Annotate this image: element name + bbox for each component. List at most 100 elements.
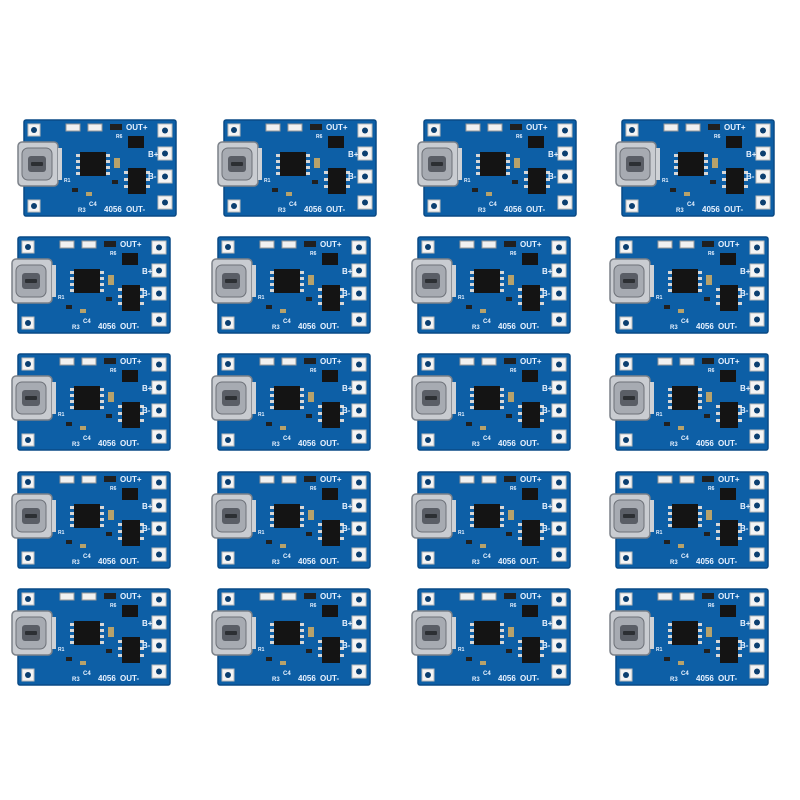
mosfet — [716, 520, 742, 546]
solder-pads — [755, 123, 771, 210]
pad-hole — [156, 407, 162, 414]
label-c4: C4 — [83, 436, 91, 442]
label-b-plus: B+ — [142, 384, 153, 393]
pad-hole — [754, 668, 760, 675]
smd-part — [106, 297, 112, 301]
label-c4: C4 — [289, 202, 297, 208]
board-cell: OUT+ B+ B- OUT- 4056 R3 C4 R6 R1 — [11, 587, 174, 689]
leds — [59, 357, 116, 366]
label-r6: R6 — [708, 251, 715, 257]
tp4056-board: OUT+ B+ B- OUT- 4056 R3 C4 R6 R1 — [411, 236, 571, 334]
label-r3: R3 — [676, 208, 684, 214]
tp4056-board: OUT+ B+ B- OUT- 4056 R3 C4 R6 R1 — [411, 353, 571, 451]
pad-hole — [754, 551, 760, 558]
pad-hole — [25, 361, 31, 367]
solder-pads — [357, 123, 373, 210]
usb-c-connector — [17, 141, 62, 187]
capacitor — [314, 158, 320, 168]
usb-c-connector — [411, 375, 456, 421]
usb-c-connector — [11, 610, 56, 656]
label-b-minus: B- — [348, 172, 357, 181]
pad-hole — [356, 361, 362, 368]
capacitor — [508, 392, 514, 402]
label-part-number: 4056 — [498, 439, 516, 448]
pad-hole — [556, 316, 562, 323]
pad-hole — [162, 199, 168, 206]
capacitor — [108, 510, 114, 520]
board-cell: OUT+ B+ B- OUT- 4056 R3 C4 R6 R1 — [411, 587, 574, 689]
smd-part — [512, 180, 518, 184]
label-out-plus: OUT+ — [126, 123, 148, 132]
protection-ic — [522, 605, 538, 617]
label-c4: C4 — [283, 319, 291, 325]
label-b-plus: B+ — [548, 150, 559, 159]
mosfet — [518, 285, 544, 311]
protection-ic — [128, 136, 144, 148]
pad-hole — [431, 203, 437, 209]
label-c4: C4 — [283, 554, 291, 560]
pad-hole — [362, 150, 368, 157]
smd-part — [280, 661, 286, 665]
pad-hole — [156, 433, 162, 440]
pad-hole — [356, 479, 362, 486]
board-cell: OUT+ B+ B- OUT- 4056 R3 C4 R6 R1 — [211, 470, 374, 572]
pad-hole — [556, 502, 562, 509]
smd-part — [266, 657, 272, 661]
pad-hole — [356, 551, 362, 558]
resistor — [304, 241, 316, 247]
usb-c-connector — [11, 258, 56, 304]
label-out-plus: OUT+ — [120, 592, 142, 601]
board-cell: OUT+ B+ B- OUT- 4056 R3 C4 R6 R1 — [615, 118, 778, 220]
label-b-minus: B- — [148, 172, 157, 181]
smd-part — [312, 180, 318, 184]
label-part-number: 4056 — [498, 557, 516, 566]
label-c4: C4 — [83, 671, 91, 677]
label-b-minus: B- — [740, 406, 749, 415]
led — [81, 357, 97, 366]
led — [679, 240, 695, 249]
pad-hole — [356, 433, 362, 440]
resistor — [304, 476, 316, 482]
solder-pads — [351, 357, 367, 444]
pad-hole — [629, 127, 635, 133]
usb-c-connector — [211, 493, 256, 539]
pad-hole — [556, 619, 562, 626]
leds — [59, 592, 116, 601]
pad-hole — [225, 437, 231, 443]
smd-part — [286, 192, 292, 196]
led — [81, 475, 97, 484]
solder-pads — [551, 592, 567, 679]
led — [459, 240, 475, 249]
smd-part — [66, 657, 72, 661]
solder-pads — [151, 357, 167, 444]
pad-hole — [562, 150, 568, 157]
solder-pads — [551, 240, 567, 327]
label-out-minus: OUT- — [320, 674, 339, 683]
resistor — [110, 124, 122, 130]
protection-ic — [720, 370, 736, 382]
pad-hole — [760, 199, 766, 206]
pad-hole — [162, 127, 168, 134]
solder-pads — [151, 240, 167, 327]
tp4056-board: OUT+ B+ B- OUT- 4056 R3 C4 R6 R1 — [11, 588, 171, 686]
led — [281, 592, 297, 601]
pad-hole — [225, 361, 231, 367]
charger-ic — [70, 621, 104, 645]
capacitor — [114, 158, 120, 168]
tp4056-board: OUT+ B+ B- OUT- 4056 R3 C4 R6 R1 — [609, 353, 769, 451]
led — [481, 357, 497, 366]
label-c4: C4 — [681, 671, 689, 677]
label-r3: R3 — [72, 677, 80, 683]
capacitor — [508, 627, 514, 637]
usb-c-connector — [211, 610, 256, 656]
label-b-plus: B+ — [148, 150, 159, 159]
pad-hole — [156, 361, 162, 368]
usb-c-connector — [211, 375, 256, 421]
label-out-plus: OUT+ — [718, 592, 740, 601]
board-cell: OUT+ B+ B- OUT- 4056 R3 C4 R6 R1 — [17, 118, 180, 220]
pad-hole — [623, 555, 629, 561]
tp4056-board: OUT+ B+ B- OUT- 4056 R3 C4 R6 R1 — [609, 471, 769, 569]
label-r1: R1 — [464, 178, 471, 184]
label-r6: R6 — [116, 134, 123, 140]
smd-part — [466, 305, 472, 309]
